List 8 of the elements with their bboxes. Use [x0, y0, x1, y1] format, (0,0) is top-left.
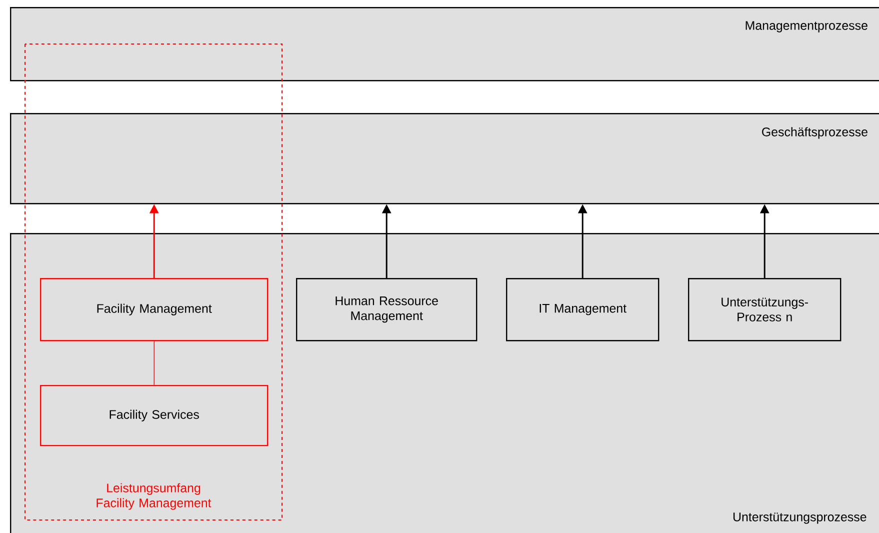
process-box: Human Ressource Management	[296, 278, 478, 342]
process-band: Managementprozesse	[10, 7, 879, 82]
process-box: Facility Management	[40, 278, 268, 342]
process-band: Geschäftsprozesse	[10, 113, 879, 204]
process-box: IT Management	[506, 278, 660, 342]
process-box: Unterstützungs-Prozess n	[688, 278, 842, 342]
process-box: Facility Services	[40, 385, 268, 446]
frame-caption: Leistungsumfang Facility Management	[96, 483, 212, 510]
